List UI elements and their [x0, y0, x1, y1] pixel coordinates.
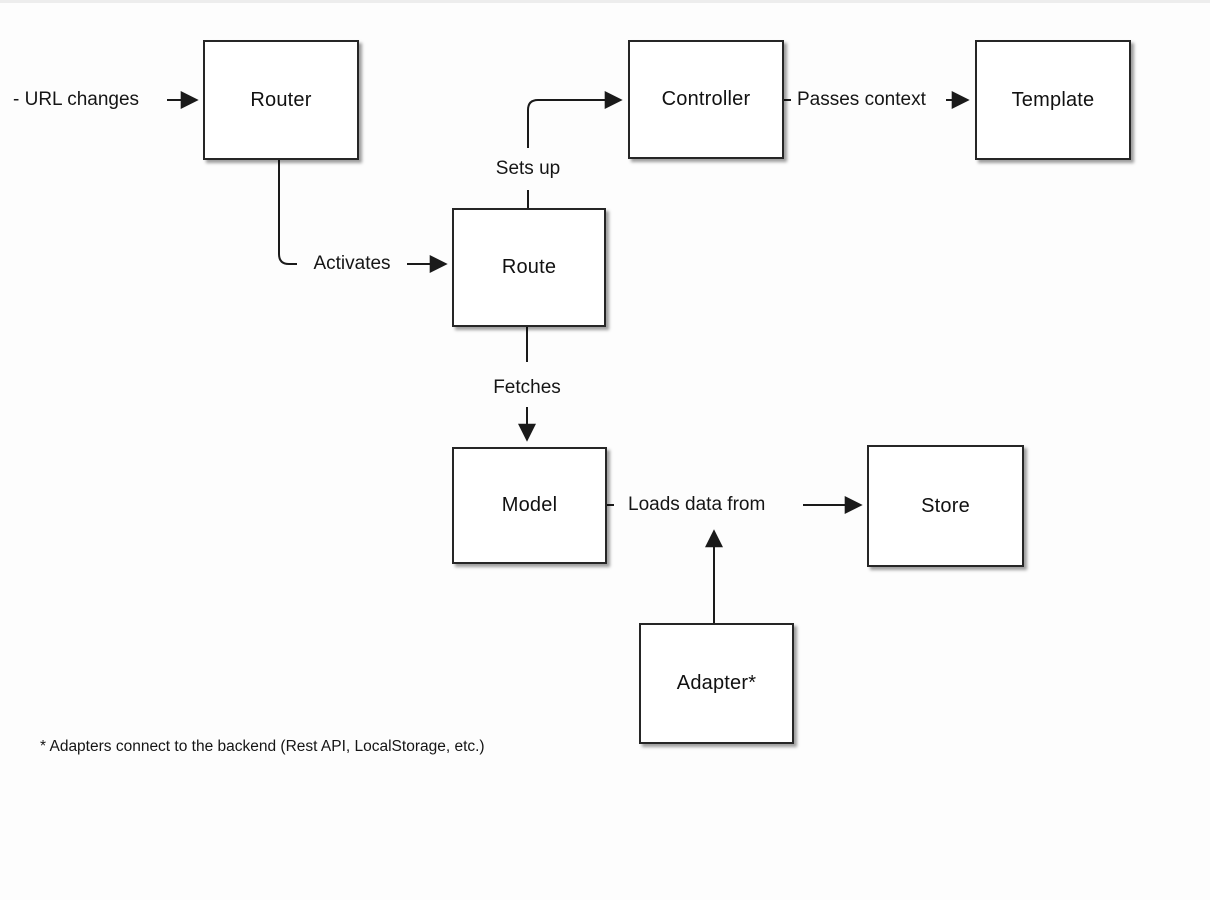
edge-label-passes-context: Passes context	[797, 89, 926, 110]
node-router-label: Router	[250, 88, 312, 111]
edge-label-activates: Activates	[313, 253, 391, 274]
edge-label-url-changes: - URL changes	[13, 89, 140, 110]
node-model: Model	[452, 447, 607, 564]
node-store: Store	[867, 445, 1024, 567]
footnote-adapters: * Adapters connect to the backend (Rest …	[40, 738, 485, 755]
arrow-sets-up-to-controller	[527, 91, 623, 148]
edge-label-loads-data-from: Loads data from	[628, 494, 766, 515]
node-controller: Controller	[628, 40, 784, 159]
node-model-label: Model	[501, 494, 558, 516]
connector-router-down-elbow	[278, 156, 297, 265]
node-template-label: Template	[1011, 88, 1095, 111]
edge-label-fetches: Fetches	[493, 377, 561, 398]
node-route-label: Route	[501, 256, 557, 278]
node-adapter: Adapter*	[639, 623, 794, 744]
top-edge-artifact	[0, 0, 1210, 3]
node-store-label: Store	[921, 494, 970, 517]
node-adapter-label: Adapter*	[676, 672, 757, 694]
node-template: Template	[975, 40, 1131, 160]
node-controller-label: Controller	[661, 88, 751, 110]
node-router: Router	[203, 40, 359, 160]
edge-label-sets-up: Sets up	[495, 158, 561, 179]
node-route: Route	[452, 208, 606, 327]
